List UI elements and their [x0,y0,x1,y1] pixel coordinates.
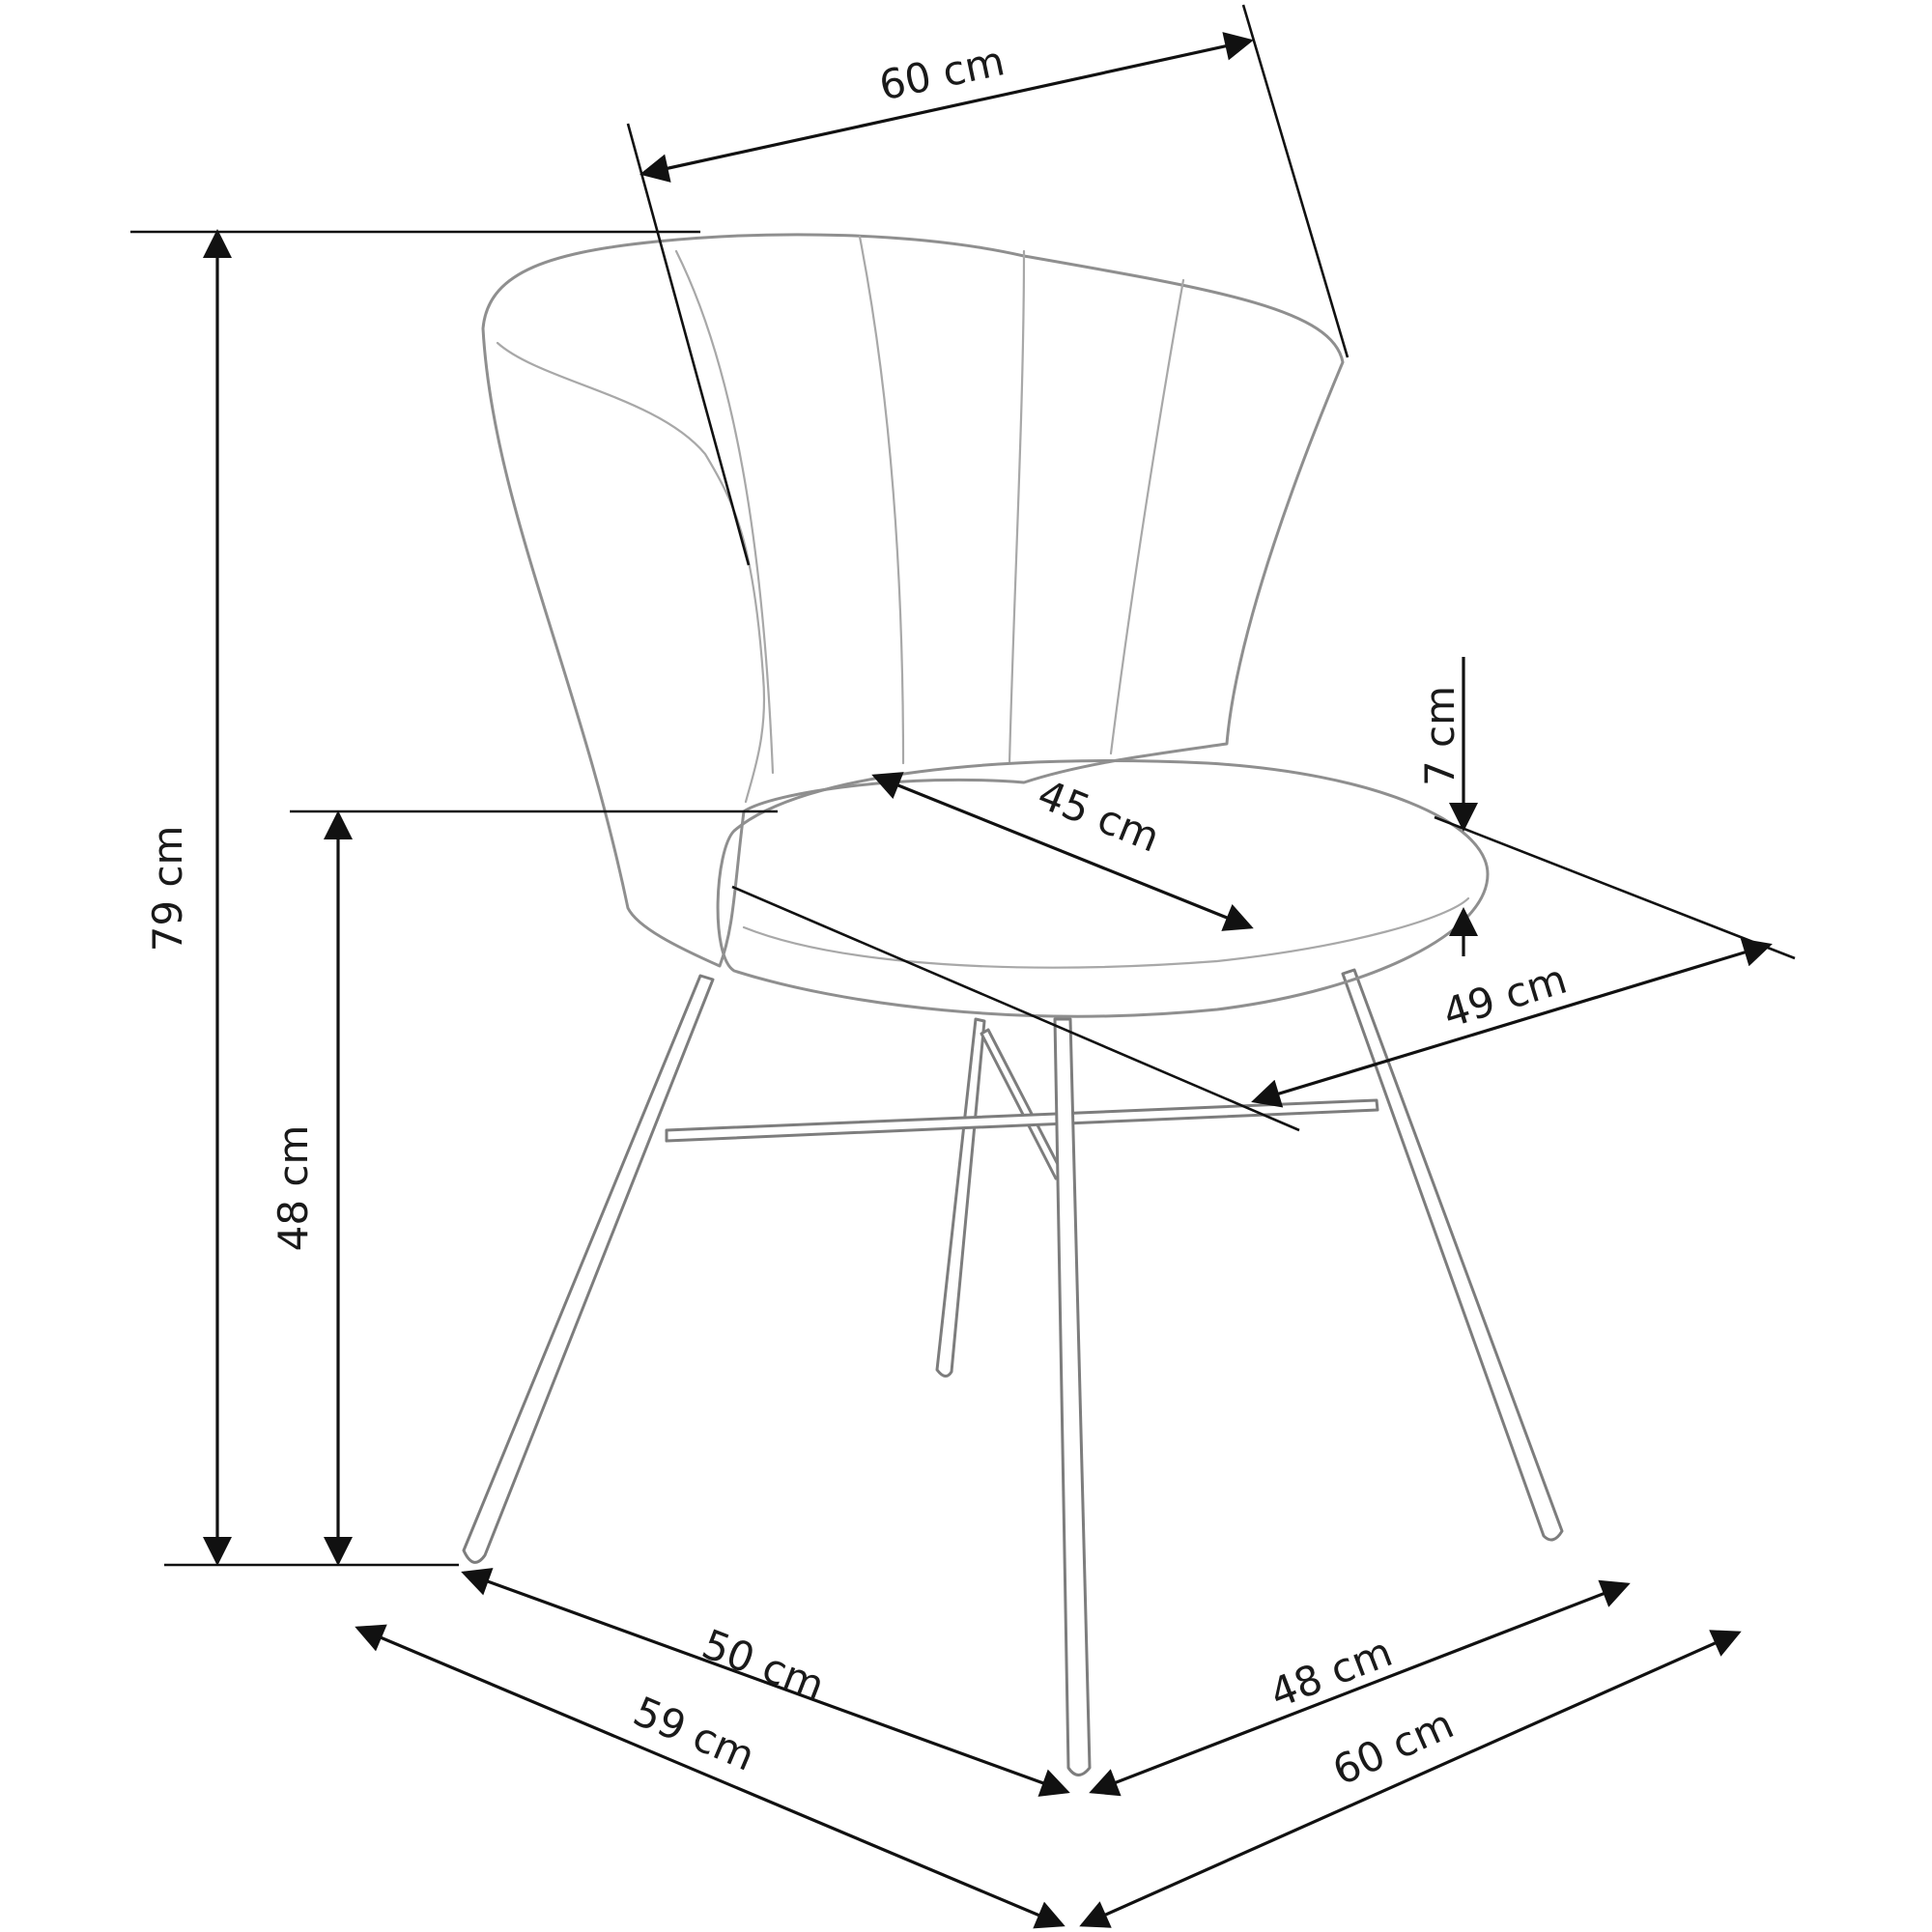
label-seat-height: 48 cm [270,1125,317,1252]
top-width-dimension [639,32,1254,183]
front-left-leg [462,974,715,1564]
top-width-ext-right [1241,4,1350,358]
chair-legs [462,968,1564,1776]
label-total-depth: 59 cm [627,1688,762,1780]
total-width-dimension [1079,1630,1742,1928]
backrest-channel-3 [1008,249,1026,765]
front-right-leg [1341,968,1564,1542]
front-center-leg [1053,1017,1092,1776]
label-base-depth: 50 cm [696,1620,831,1710]
backrest-shell [481,233,1345,968]
total-depth-dimension [355,1624,1065,1929]
dimension-labels: 60 cm 79 cm 48 cm 45 cm 7 cm 49 cm 50 cm… [144,37,1572,1794]
label-seat-thickness: 7 cm [1416,686,1463,786]
back-brace [980,1028,1065,1180]
dimension-lines [130,4,1796,1929]
label-total-width: 60 cm [1325,1700,1460,1795]
seat-width-ext-left [731,885,1300,1132]
seat-width-ext-right [1434,815,1796,960]
seat-width-dimension [1251,938,1773,1108]
backrest-channel-1 [674,249,775,775]
seat-front-edge [742,896,1470,969]
seat-depth-dimension [871,772,1254,931]
backrest-inner-edge [496,341,766,804]
top-width-ext-left [626,123,751,566]
label-base-width: 48 cm [1264,1628,1399,1718]
stretcher-front [665,1098,1379,1143]
backrest-channel-2 [858,235,905,765]
chair-illustration [462,233,1564,1776]
chair-backrest [481,233,1345,968]
backrest-channel-4 [1109,278,1185,755]
back-left-leg [935,1017,986,1378]
label-total-height: 79 cm [144,826,191,952]
